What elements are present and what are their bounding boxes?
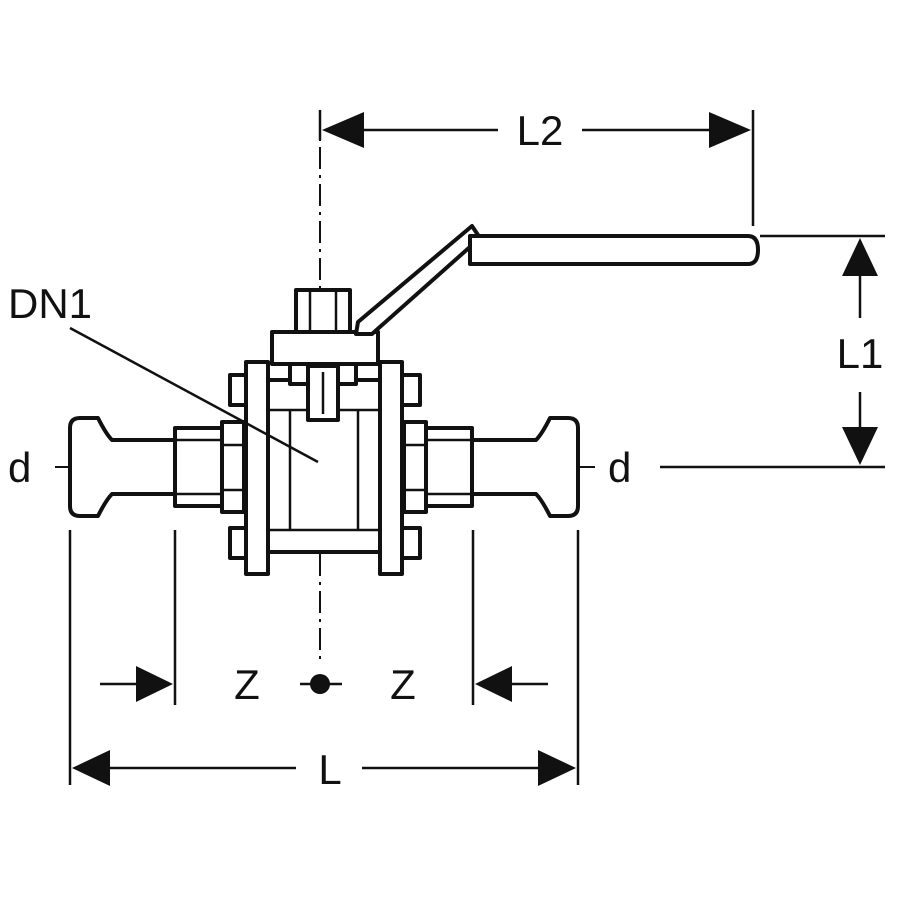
dimension-Z bbox=[100, 530, 548, 705]
label-d-left: d bbox=[8, 444, 31, 491]
label-L1: L1 bbox=[837, 330, 884, 377]
label-L: L bbox=[318, 746, 341, 793]
label-Z-left: Z bbox=[234, 661, 260, 708]
dimension-L bbox=[68, 530, 580, 786]
right-press-fitting bbox=[402, 416, 580, 518]
dn1-leader-line bbox=[69, 326, 319, 464]
label-d-right: d bbox=[608, 444, 631, 491]
lever-handle bbox=[270, 224, 760, 366]
label-DN1: DN1 bbox=[8, 280, 92, 327]
dimension-L1 bbox=[660, 234, 885, 469]
dimension-L2 bbox=[318, 110, 755, 226]
valve-body bbox=[228, 360, 422, 576]
left-press-fitting bbox=[68, 416, 246, 518]
center-point-icon bbox=[310, 674, 330, 694]
label-L2: L2 bbox=[517, 107, 564, 154]
label-Z-right: Z bbox=[390, 661, 416, 708]
